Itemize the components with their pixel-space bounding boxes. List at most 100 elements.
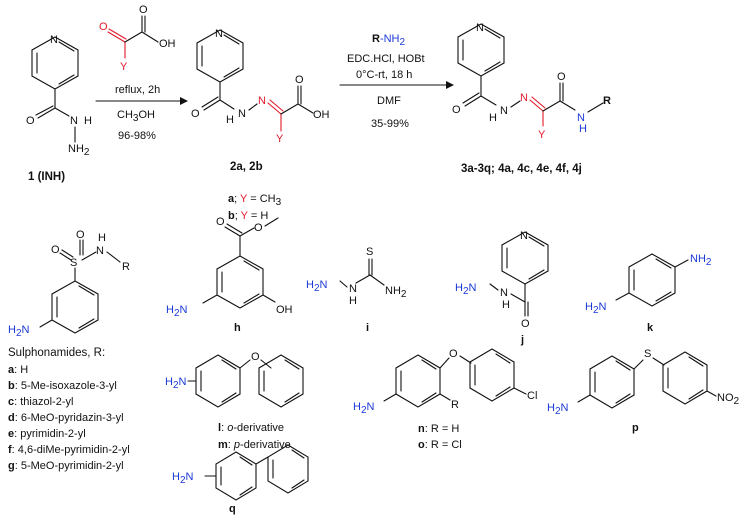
- compound-2-variant-b: b; Y = H: [228, 210, 268, 222]
- svg-text:H: H: [226, 114, 234, 126]
- sulphonamide-item: g: 5-MeO-pyrimidin-2-yl: [8, 460, 124, 472]
- amine-i-label: i: [366, 322, 369, 334]
- svg-text:N: N: [238, 108, 246, 120]
- svg-text:H2N: H2N: [166, 304, 188, 319]
- hydrazide-nh2: NH2: [68, 143, 90, 158]
- svg-text:O: O: [191, 108, 200, 120]
- svg-text:O: O: [51, 244, 60, 256]
- svg-text:H2N: H2N: [455, 282, 477, 297]
- svg-text:H2N: H2N: [585, 301, 607, 316]
- svg-text:H: H: [579, 123, 587, 135]
- svg-text:R: R: [122, 261, 130, 273]
- reaction-arrow-1: [95, 97, 188, 105]
- amine-h-structure: O O OH H2N: [166, 216, 293, 319]
- amine-j-n: N: [520, 230, 528, 242]
- compound-3-structure: N O H N N Y O N H R: [452, 22, 611, 141]
- amine-h-o: O: [216, 216, 225, 228]
- amine-h-oh: OH: [276, 304, 293, 316]
- amine-k-label: k: [647, 322, 654, 334]
- condition-2-line-2: 0°C-rt, 18 h: [356, 69, 412, 81]
- compound-2-o: O: [295, 74, 304, 86]
- svg-text:N: N: [476, 22, 484, 34]
- svg-text:N: N: [500, 105, 508, 117]
- compound-2-structure: N O H N N Y O OH: [191, 28, 330, 145]
- reaction-arrow-2: [339, 81, 454, 89]
- condition-2-line-4: 35-99%: [371, 118, 409, 130]
- svg-text:O: O: [99, 21, 108, 33]
- sulphonamide-structure: S O O N H R H2N: [8, 229, 130, 339]
- amine-i-s: S: [366, 246, 373, 258]
- amine-l-text: l: o-derivative: [218, 422, 284, 434]
- compound-1-structure: N O N H NH2: [26, 34, 92, 158]
- svg-text:H: H: [98, 232, 106, 244]
- reagent-2: R-NH2: [372, 33, 406, 48]
- compound-2-variant-a: a; Y = CH3: [228, 193, 282, 208]
- condition-2-line-1: EDC.HCl, HOBt: [347, 53, 425, 65]
- svg-text:O: O: [452, 104, 461, 116]
- compound-1-label: 1 (INH): [28, 171, 65, 183]
- sulphonamides-heading: Sulphonamides, R:: [8, 347, 105, 359]
- amine-n-text: n: R = H: [418, 423, 459, 435]
- amine-no-structure: O Cl R H2N: [353, 348, 537, 416]
- svg-text:H: H: [349, 295, 357, 307]
- amine-q-structure: H2N: [172, 444, 309, 501]
- condition-1-line-3: 96-98%: [118, 130, 156, 142]
- svg-text:S: S: [70, 257, 77, 269]
- compound-2-oh: OH: [313, 109, 330, 121]
- compound-2-y: Y: [276, 133, 284, 145]
- amine-p-label: p: [632, 422, 639, 434]
- svg-text:O: O: [76, 229, 85, 241]
- sulphonamide-item: f: 4,6-diMe-pyrimidin-2-yl: [8, 444, 130, 456]
- svg-text:NH2: NH2: [385, 285, 407, 300]
- svg-text:O: O: [139, 4, 148, 16]
- amine-m-text: m: p-derivative: [218, 439, 291, 451]
- amine-h-label: h: [234, 322, 241, 334]
- compound-3-label: 3a-3q; 4a, 4c, 4e, 4f, 4j: [461, 163, 582, 175]
- amine-o-text: o: R = Cl: [418, 439, 462, 451]
- sulphonamide-item: e: pyrimidin-2-yl: [8, 428, 86, 440]
- compound-2-label: 2a, 2b: [230, 161, 263, 173]
- svg-text:N: N: [258, 95, 266, 107]
- svg-text:H2N: H2N: [353, 401, 375, 416]
- svg-text:H2N: H2N: [8, 324, 30, 339]
- svg-text:N: N: [96, 245, 104, 257]
- hydrazide-h: H: [84, 115, 92, 127]
- svg-text:N: N: [577, 112, 585, 124]
- svg-text:N: N: [520, 92, 528, 104]
- svg-text:H2N: H2N: [547, 402, 569, 417]
- svg-text:H2N: H2N: [306, 279, 328, 294]
- pyridine-n: N: [50, 34, 58, 46]
- carbonyl-o: O: [26, 115, 35, 127]
- amine-p-structure: S NO2 H2N: [547, 348, 740, 417]
- amine-p-no2: NO2: [717, 392, 740, 407]
- sulphonamide-item: a: H: [8, 364, 28, 376]
- amine-j-structure: N O N H H2N: [455, 230, 549, 330]
- amine-no-cl: Cl: [527, 390, 537, 402]
- sulphonamide-item: b: 5-Me-isoxazole-3-yl: [8, 380, 117, 392]
- reagent-1-y: Y: [120, 61, 128, 73]
- svg-text:N: N: [500, 287, 508, 299]
- condition-2-line-3: DMF: [377, 95, 401, 107]
- amine-no-r: R: [451, 399, 459, 411]
- compound-3-r: R: [603, 95, 611, 107]
- amine-i-structure: S NH2 N H H2N: [306, 246, 407, 307]
- amine-no-o: O: [449, 348, 458, 360]
- condition-1-line-1: reflux, 2h: [115, 84, 160, 96]
- amine-k-structure: NH2 H2N: [585, 253, 712, 316]
- svg-text:N: N: [349, 283, 357, 295]
- svg-text:H2N: H2N: [165, 376, 187, 391]
- hydrazide-nh: N: [70, 115, 78, 127]
- svg-text:N: N: [215, 28, 223, 40]
- amine-p-s: S: [644, 348, 651, 360]
- svg-text:H2N: H2N: [172, 471, 194, 486]
- amine-j-label: j: [520, 334, 524, 346]
- reagent-1-oh: OH: [159, 38, 176, 50]
- svg-text:H: H: [502, 299, 510, 311]
- sulphonamide-item: d: 6-MeO-pyridazin-3-yl: [8, 412, 124, 424]
- sulphonamide-item: c: thiazol-2-yl: [8, 396, 73, 408]
- reagent-1-structure: O Y O OH: [99, 4, 176, 73]
- compound-3-y: Y: [538, 129, 546, 141]
- amine-j-o: O: [521, 318, 530, 330]
